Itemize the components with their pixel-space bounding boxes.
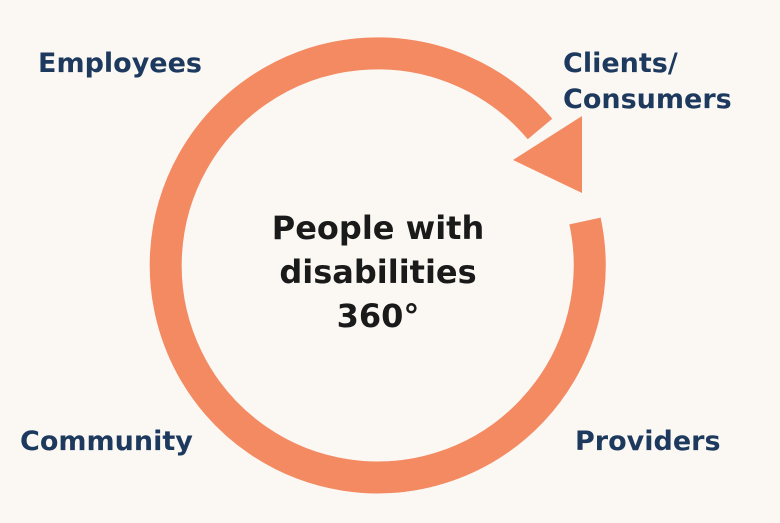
label-clients: Clients/ Consumers (563, 46, 732, 118)
label-clients-line2: Consumers (563, 84, 732, 115)
center-line2: disabilities (279, 253, 477, 291)
center-line3: 360° (336, 297, 420, 335)
label-clients-line1: Clients/ (563, 48, 678, 79)
label-community: Community (20, 426, 193, 457)
arrowhead (513, 116, 582, 193)
center-line1: People with (271, 209, 485, 247)
cycle-arc (149, 37, 606, 494)
center-title: People with disabilities 360° (228, 206, 528, 338)
label-employees: Employees (38, 48, 203, 79)
label-providers: Providers (575, 426, 721, 457)
